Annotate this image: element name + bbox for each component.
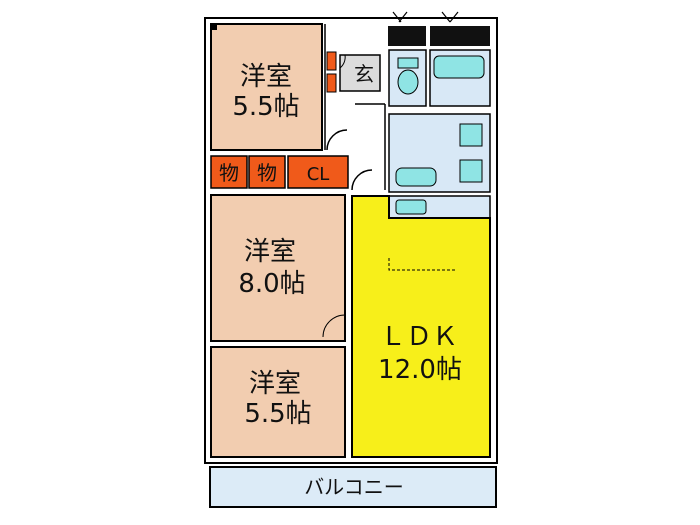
toilet-room	[388, 49, 427, 107]
north-strips	[388, 11, 490, 46]
kitchen-counter	[388, 195, 491, 219]
washroom	[388, 113, 491, 193]
balcony: バルコニー	[209, 466, 497, 508]
bedroom-top: 洋室 5.5帖	[210, 23, 323, 151]
bedroom-top-floor	[210, 23, 323, 151]
ldk-size: 12.0帖	[378, 355, 462, 385]
ldk-floor	[351, 195, 491, 458]
balcony-label: バルコニー	[304, 475, 404, 499]
bedroom-mid: 洋室 8.0帖	[210, 194, 346, 342]
bathroom	[429, 49, 491, 107]
storage-2-box	[248, 155, 286, 189]
storage-row: 物 物 CL	[210, 155, 349, 189]
bedroom-mid-floor	[210, 194, 346, 342]
fridge-icon	[459, 159, 483, 183]
bedroom-top-name: 洋室	[240, 62, 292, 92]
hallway	[324, 24, 386, 191]
bedroom-top-size: 5.5帖	[232, 92, 299, 122]
entrance-label: 玄	[354, 62, 374, 86]
stove-icon	[395, 199, 427, 215]
storage-2-label: 物	[257, 161, 277, 185]
bedroom-bottom-name: 洋室	[249, 369, 301, 399]
bedroom-mid-name: 洋室	[244, 237, 296, 267]
bedroom-bottom-floor	[210, 346, 346, 458]
bathtub-icon	[433, 55, 485, 79]
washer-icon	[459, 123, 483, 147]
entrance: 玄	[326, 51, 381, 93]
outer-walls	[204, 17, 498, 464]
toilet-icon	[397, 57, 419, 69]
ldk: ＬＤＫ 12.0帖	[351, 195, 491, 458]
ldk-name: ＬＤＫ	[380, 322, 458, 352]
storage-1-box	[210, 155, 248, 189]
bedroom-bottom-size: 5.5帖	[244, 399, 311, 429]
bedroom-bottom: 洋室 5.5帖	[210, 346, 346, 458]
closet-label: CL	[307, 164, 330, 185]
entrance-floor	[339, 54, 381, 92]
closet-box	[287, 155, 349, 189]
sink-icon	[395, 167, 437, 187]
balcony-floor	[209, 466, 497, 508]
storage-1-label: 物	[219, 161, 239, 185]
bedroom-mid-size: 8.0帖	[238, 269, 305, 299]
